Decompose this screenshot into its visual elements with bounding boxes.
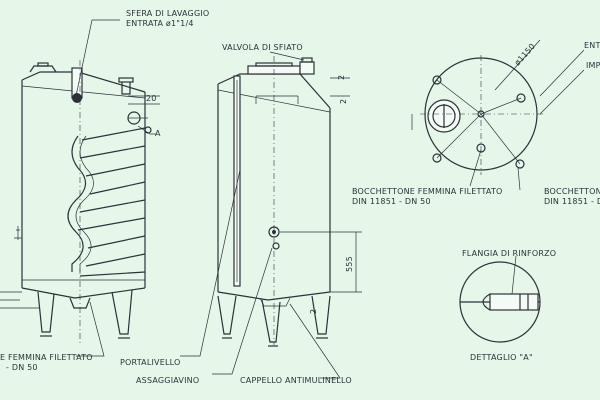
label-dettaglio: DETTAGLIO "A" xyxy=(470,353,533,362)
center-tank-view xyxy=(217,56,362,347)
label-bocch-left-1: BOCCHETTONE FEMMINA FILETTATO xyxy=(352,187,503,196)
top-view xyxy=(411,39,545,175)
dim-555: 555 xyxy=(345,256,354,272)
label-femmina-2: - DN 50 xyxy=(6,363,38,372)
label-imp-cut: IMP xyxy=(586,61,600,70)
label-flangia: FLANGIA DI RINFORZO xyxy=(462,249,556,258)
dim-20: 20 xyxy=(146,94,157,103)
label-portalivello: PORTALIVELLO xyxy=(120,358,181,367)
label-bocch-left-2: DIN 11851 - DN 50 xyxy=(352,197,431,206)
label-bocch-right-2: DIN 11851 - DN xyxy=(544,197,600,206)
label-marker-a: A xyxy=(155,129,161,138)
dim-2b: 2 xyxy=(339,99,348,104)
label-entr-cut: ENTR xyxy=(584,41,600,50)
label-sfera-2: ENTRATA ø1"1/4 xyxy=(126,19,194,28)
dim-2c: 2 xyxy=(309,309,318,314)
label-valvola: VALVOLA DI SFIATO xyxy=(222,43,303,52)
dim-1150: ø1150 xyxy=(513,42,537,68)
label-assaggiavino: ASSAGGIAVINO xyxy=(136,376,199,385)
dim-2a: 2 xyxy=(337,75,346,80)
label-bocch-right-1: BOCCHETTONE xyxy=(544,187,600,196)
label-cappello: CAPPELLO ANTIMULINELLO xyxy=(240,376,352,385)
label-sfera-1: SFERA DI LAVAGGIO xyxy=(126,9,209,18)
wash-sphere xyxy=(72,93,82,103)
label-femmina-1: E FEMMINA FILETTATO xyxy=(0,353,93,362)
left-tank-view xyxy=(0,60,148,345)
detail-a-marker xyxy=(144,126,152,134)
detail-a-view xyxy=(459,255,541,343)
